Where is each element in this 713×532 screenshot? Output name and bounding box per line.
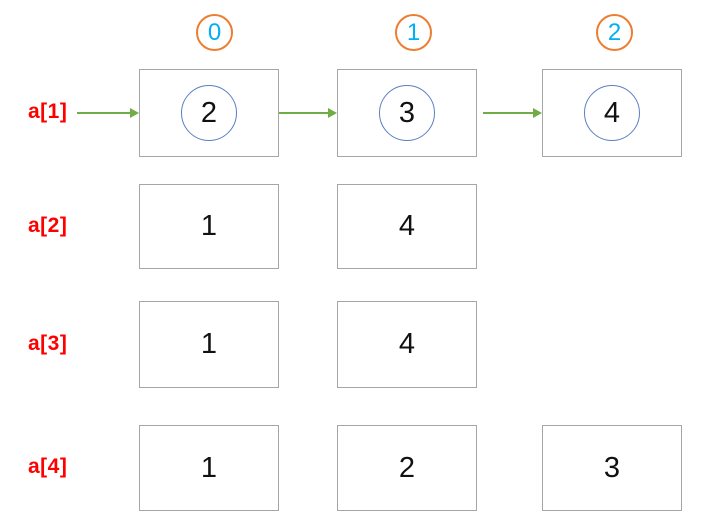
node-box-a1-col0: 2: [139, 69, 279, 157]
column-index-1: 1: [395, 14, 432, 51]
array-cell-a4-col2: 3: [542, 425, 682, 511]
row-label-a1: a[1]: [28, 100, 68, 123]
row-label-a2: a[2]: [28, 214, 68, 237]
arrow-head-icon: [130, 108, 139, 118]
array-cell-a4-col0: 1: [139, 425, 279, 511]
pointer-arrow-label-to-node0: [77, 108, 139, 118]
arrow-line: [77, 112, 130, 114]
array-cell-a2-col1: 4: [337, 184, 477, 269]
array-cell-a3-col0: 1: [139, 301, 279, 388]
node-value-circle: 2: [181, 85, 237, 141]
pointer-arrow-node1-to-node2: [483, 108, 542, 118]
column-index-0: 0: [196, 14, 233, 51]
arrow-head-icon: [533, 108, 542, 118]
node-box-a1-col1: 3: [337, 69, 477, 157]
arrow-line: [279, 112, 328, 114]
arrow-line: [483, 112, 533, 114]
array-cell-a4-col1: 2: [337, 425, 477, 511]
array-cell-a2-col0: 1: [139, 184, 279, 269]
arrow-head-icon: [328, 108, 337, 118]
column-index-2: 2: [596, 14, 633, 51]
row-label-a3: a[3]: [28, 332, 68, 355]
node-value-circle: 3: [379, 85, 435, 141]
node-value-circle: 4: [584, 85, 640, 141]
node-box-a1-col2: 4: [542, 69, 682, 157]
pointer-arrow-node0-to-node1: [279, 108, 337, 118]
array-cell-a3-col1: 4: [337, 301, 477, 388]
row-label-a4: a[4]: [28, 455, 68, 478]
